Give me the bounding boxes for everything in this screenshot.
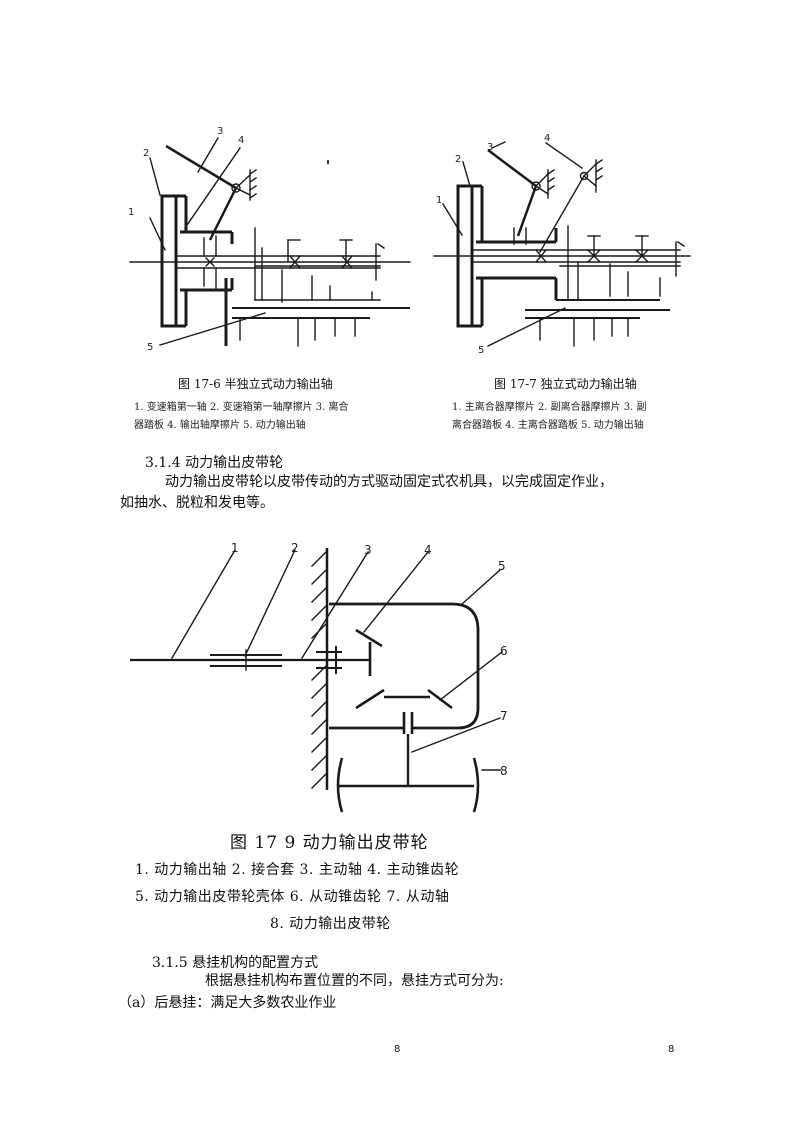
fig177-label-3: 3 — [487, 142, 493, 153]
fig179-label-7: 7 — [500, 709, 508, 723]
fig177-part-numbers: 1 2 3 4 5 — [436, 133, 550, 356]
fig176-clutch-housing — [160, 194, 234, 346]
fig177-leader-lines — [442, 141, 583, 347]
fig179-label-6: 6 — [500, 644, 508, 658]
section-314-paragraph-line2: 如抽水、脱粒和发电等。 — [120, 495, 274, 511]
fig179-driven-shaft — [336, 712, 480, 813]
fig177-clutch-pedals — [487, 149, 603, 253]
fig179-pulley-housing — [329, 602, 480, 730]
fig176-legend-line2: 器踏板 4. 输出轴摩擦片 5. 动力输出轴 — [134, 420, 306, 431]
fig179-bevel-gears — [355, 628, 453, 710]
fig179-label-1: 1 — [231, 541, 239, 555]
fig179-legend-line3: 8. 动力输出皮带轮 — [270, 916, 391, 932]
page-number-right: 8 — [668, 1044, 675, 1055]
page-number-center: 8 — [394, 1044, 401, 1055]
fig176-caption: 图 17-6 半独立式动力输出轴 — [178, 377, 333, 391]
fig176-shafts — [129, 255, 411, 319]
fig176-label-1: 1 — [128, 207, 134, 218]
fig176-label-4: 4 — [238, 135, 244, 146]
fig177-label-2: 2 — [455, 154, 461, 165]
fig179-label-2: 2 — [291, 541, 299, 555]
fig179-wall — [311, 548, 329, 790]
fig177-legend-line2: 离合器踏板 4. 主离合器踏板 5. 动力输出轴 — [452, 420, 644, 431]
fig179-part-numbers: 1 2 3 4 5 6 7 8 — [231, 541, 508, 778]
fig176-label-5: 5 — [147, 342, 153, 353]
fig179-pto-shaft — [130, 646, 370, 674]
fig177-shafts — [433, 249, 691, 319]
fig179-caption: 图 17 9 动力输出皮带轮 — [230, 833, 429, 853]
fig179-label-3: 3 — [364, 543, 372, 557]
section-315-heading: 3.1.5 悬挂机构的配置方式 — [152, 955, 319, 971]
section-314-paragraph-line1: 动力输出皮带轮以皮带传动的方式驱动固定式农机具，以完成固定作业， — [165, 474, 613, 490]
fig179-legend-line1: 1. 动力输出轴 2. 接合套 3. 主动轴 4. 主动锥齿轮 — [135, 862, 460, 878]
fig179-label-8: 8 — [500, 764, 508, 778]
fig177-label-4: 4 — [544, 133, 550, 144]
section-315-item-a: （a）后悬挂：满足大多数农业作业 — [118, 995, 337, 1011]
fig176-label-2: 2 — [143, 148, 149, 159]
fig177-label-5: 5 — [478, 345, 484, 356]
fig179-label-5: 5 — [498, 559, 506, 573]
fig177-gears — [513, 225, 685, 347]
fig179-label-4: 4 — [424, 543, 432, 557]
fig176-label-3: 3 — [217, 126, 223, 137]
fig176-gears — [203, 227, 385, 347]
fig176-part-numbers: 1 2 3 4 5 — [128, 126, 244, 353]
section-314-heading: 3.1.4 动力输出皮带轮 — [145, 455, 284, 471]
stray-mark — [327, 160, 329, 164]
fig177-label-1: 1 — [436, 195, 442, 206]
fig177-caption: 图 17-7 独立式动力输出轴 — [494, 377, 637, 391]
fig176-clutch-pedal — [165, 144, 257, 241]
section-315-paragraph-line1: 根据悬挂机构布置位置的不同，悬挂方式可分为: — [205, 973, 504, 989]
fig179-legend-line2: 5. 动力输出皮带轮壳体 6. 从动锥齿轮 7. 从动轴 — [135, 889, 450, 905]
fig177-legend-line1: 1. 主离合器摩擦片 2. 副离合器摩擦片 3. 副 — [452, 402, 647, 413]
fig176-legend-line1: 1. 变速箱第一轴 2. 变速箱第一轴摩擦片 3. 离合 — [134, 402, 349, 413]
